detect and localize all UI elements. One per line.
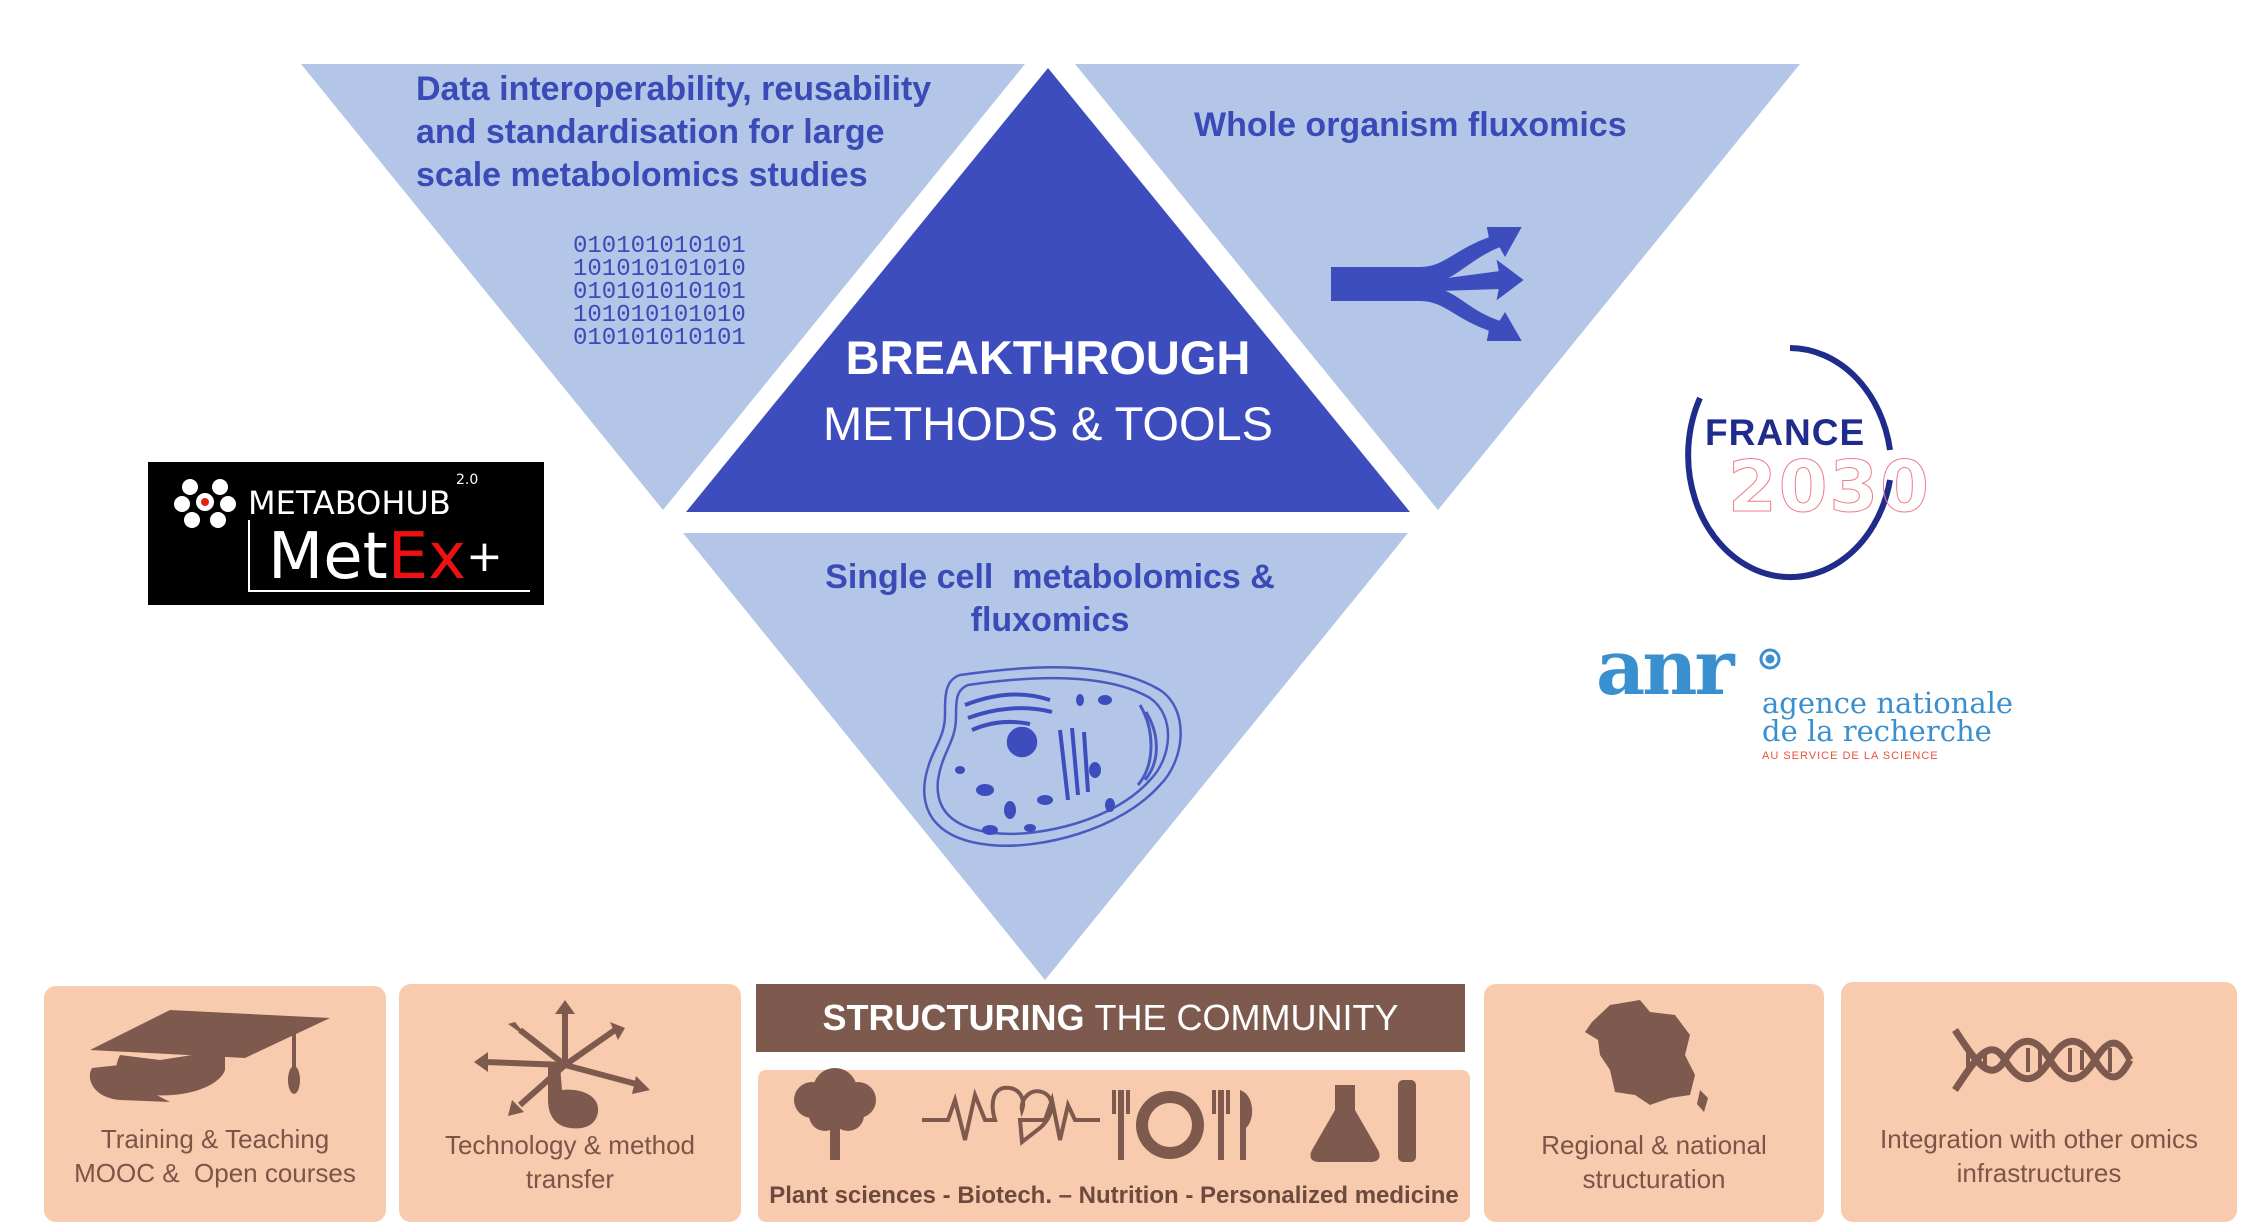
community-box-2-line-1: Technology & method (444, 1130, 696, 1160)
panel-single-cell-line-1: Single cell metabolomics & (825, 558, 1275, 596)
community-box-4-line-1: Integration with other omics (1880, 1124, 2198, 1154)
svg-text:101010101010: 101010101010 (573, 256, 746, 283)
metex-main-b: Ex (387, 520, 466, 594)
svg-text:010101010101: 010101010101 (573, 325, 746, 352)
heartbeat-icon (922, 1085, 1100, 1146)
center-triangle (686, 68, 1410, 512)
panel-fluxomics-label: Whole organism fluxomics (1194, 106, 1627, 144)
anr-mark: anr (1596, 630, 1735, 706)
community-box-1-line-1: Training & Teaching (100, 1124, 330, 1154)
split-arrow-icon (1331, 227, 1524, 341)
community-box-1-line-2: MOOC & Open courses (74, 1158, 356, 1188)
panel-data-line-1: Data interoperability, reusability (416, 70, 932, 108)
metex-main-a: Met (268, 520, 388, 594)
registered-mark-icon (1759, 648, 1781, 670)
community-box-2-label: Technology & method transfer (399, 1128, 741, 1196)
graduation-cap-icon (89, 1010, 330, 1102)
structuring-banner: STRUCTURING THE COMMUNITY (756, 984, 1465, 1052)
metabohub-metex-logo: METABOHUB 2.0 MetEx+ (148, 462, 544, 605)
metabohub-frame (248, 520, 530, 592)
community-box-4 (1841, 982, 2237, 1222)
france2030-logo (1685, 345, 1893, 581)
panel-single-cell-triangle (683, 533, 1408, 980)
community-box-3-line-2: structuration (1582, 1164, 1726, 1194)
panel-data-line-2: and standardisation for large (416, 113, 885, 151)
structuring-banner-bold: STRUCTURING (822, 997, 1085, 1038)
center-subtitle: METHODS & TOOLS (822, 397, 1274, 450)
anr-mark-text: anr (1596, 623, 1735, 712)
france2030-line2: 2030 (1728, 446, 1931, 529)
panel-data-label: Data interoperability, reusability and s… (416, 68, 1016, 197)
structuring-banner-rest: THE COMMUNITY (1094, 997, 1399, 1038)
panel-single-cell-label: Single cell metabolomics & fluxomics (760, 556, 1340, 642)
community-box-3-label: Regional & national structuration (1484, 1128, 1824, 1196)
metabohub-version: 2.0 (456, 472, 479, 488)
binary-code-icon: 010101010101 101010101010 010101010101 1… (573, 233, 746, 352)
panel-data-triangle (301, 64, 1025, 510)
metabohub-top-label: METABOHUB (248, 484, 451, 522)
sectors-label: Plant sciences - Biotech. – Nutrition - … (769, 1182, 1459, 1209)
community-box-4-label: Integration with other omics infrastruct… (1841, 1122, 2237, 1190)
cell-icon (923, 666, 1182, 847)
community-box-1-label: Training & Teaching MOOC & Open courses (44, 1122, 386, 1190)
lab-flask-icon (1310, 1080, 1416, 1162)
anr-line3: AU SERVICE DE LA SCIENCE (1762, 750, 1939, 762)
anr-line1: agence nationale (1762, 686, 2014, 720)
france-map-icon (1585, 1000, 1708, 1112)
panel-data-line-3: scale metabolomics studies (416, 156, 868, 194)
sectors-box (758, 1070, 1470, 1222)
center-title: BREAKTHROUGH (845, 331, 1251, 384)
france2030-line1: FRANCE (1705, 412, 1866, 453)
metex-plus: + (466, 531, 503, 582)
metabohub-dots-icon (170, 472, 240, 532)
svg-text:010101010101: 010101010101 (573, 233, 746, 260)
community-box-3-line-1: Regional & national (1541, 1130, 1767, 1160)
plate-cutlery-icon (1112, 1090, 1253, 1160)
tree-icon (794, 1068, 876, 1160)
panel-single-cell-line-2: fluxomics (970, 601, 1130, 639)
community-box-4-line-2: infrastructures (1956, 1158, 2122, 1188)
dna-icon (1952, 1028, 2134, 1092)
hand-arrows-icon (474, 1000, 650, 1129)
community-box-2-line-2: transfer (525, 1164, 615, 1194)
svg-text:010101010101: 010101010101 (573, 279, 746, 306)
anr-line2: de la recherche (1762, 714, 1992, 748)
svg-text:101010101010: 101010101010 (573, 302, 746, 329)
